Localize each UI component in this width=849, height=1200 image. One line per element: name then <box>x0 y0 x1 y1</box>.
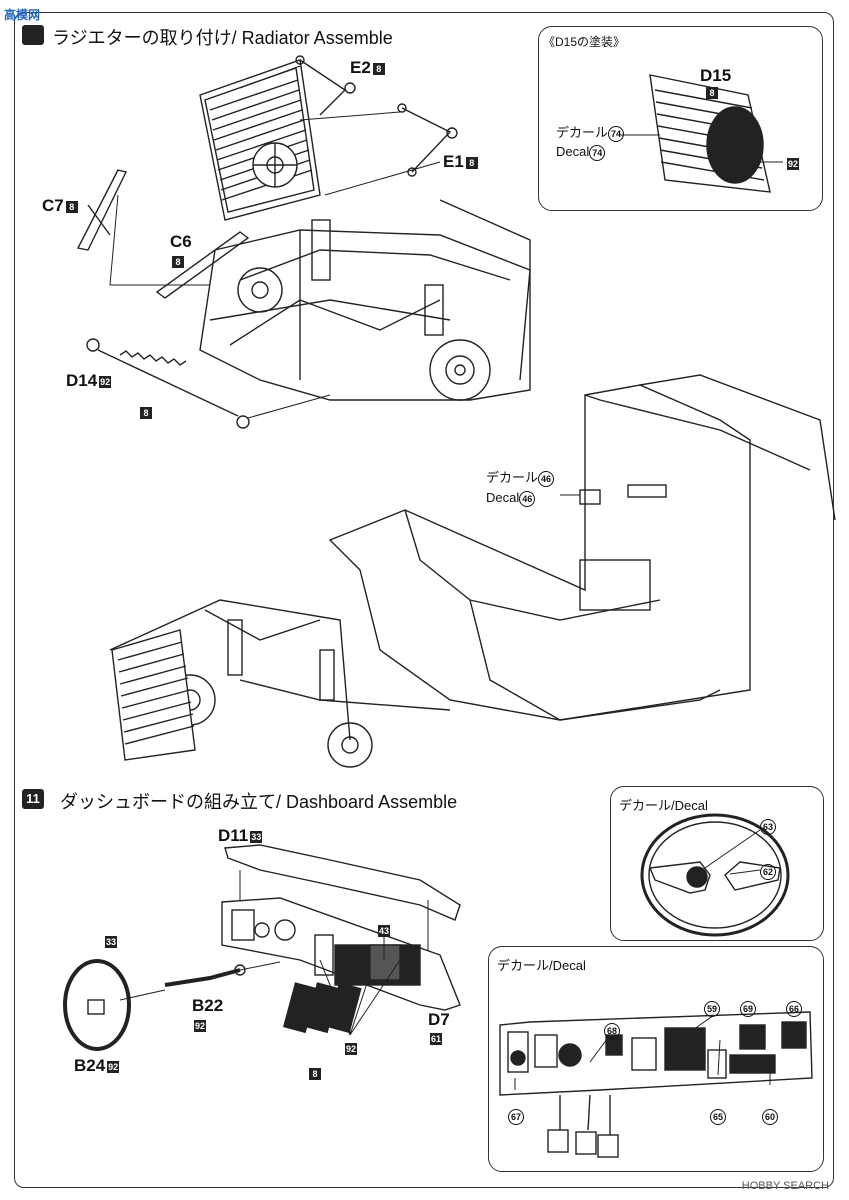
decal-63: 63 <box>760 818 776 836</box>
stay-e2-part <box>295 55 356 116</box>
decal-60: 60 <box>762 1108 778 1126</box>
step10-number-badge <box>22 25 44 45</box>
wheel-inset-title: デカール/Decal <box>619 798 708 813</box>
pedals-part <box>283 982 362 1034</box>
dash-top-d11-part <box>224 844 461 921</box>
d15-paint-inset: 《D15の塗装》 <box>538 26 823 211</box>
decal-65: 65 <box>710 1108 726 1126</box>
paint-code-d15: 92 <box>787 157 799 170</box>
footer-watermark: HOBBY SEARCH <box>741 1180 829 1192</box>
step10-title: ラジエターの取り付け/ Radiator Assemble <box>52 28 393 48</box>
part-label-d15: D15 <box>700 66 732 85</box>
part-code-panel: 92 <box>345 1042 357 1055</box>
stay-e1-part <box>397 103 458 177</box>
brace-c6-part <box>155 231 250 299</box>
column-b22-part <box>164 964 246 987</box>
part-code-d15: 8 <box>704 84 718 102</box>
main-chassis-drawing <box>109 374 836 768</box>
tie-rod-d14-part <box>86 338 250 429</box>
decal-68: 68 <box>604 1022 620 1040</box>
part-code-pedal: 8 <box>307 1065 321 1083</box>
site-logo: 高模网 <box>4 8 41 22</box>
dash-inset-title: デカール/Decal <box>497 958 586 973</box>
wheel-decal-inset: デカール/Decal <box>610 786 824 941</box>
part-label-c6: C6 <box>170 232 192 251</box>
part-code-d7: 61 <box>430 1032 442 1045</box>
radiator-d15-drawing <box>617 74 783 193</box>
page-frame <box>14 12 834 1188</box>
part-code-d14-sub: 8 <box>138 404 152 422</box>
step11-title: ダッシュボードの組み立て/ Dashboard Assemble <box>60 792 458 812</box>
brace-c7-part <box>76 169 128 251</box>
step11-number-badge: 11 <box>22 789 44 809</box>
part-label-d7: D7 <box>428 1010 450 1029</box>
dash-decal-inset: デカール/Decal <box>488 946 824 1172</box>
part-code-c6: 8 <box>170 253 184 271</box>
part-code-b22: 92 <box>194 1019 206 1032</box>
part-code-wheel: 33 <box>105 935 117 948</box>
decal-66: 66 <box>786 1000 802 1018</box>
radiator-part <box>199 59 321 221</box>
steering-wheel-b24-part <box>63 959 131 1051</box>
front-chassis-drawing <box>199 199 531 401</box>
part-label-b22: B22 <box>192 996 224 1015</box>
d15-inset-title: 《D15の塗装》 <box>543 35 626 49</box>
part-code-43: 43 <box>378 924 390 937</box>
decal-59: 59 <box>704 1000 720 1018</box>
dashboard-d7-part <box>221 897 461 1011</box>
decal-69: 69 <box>740 1000 756 1018</box>
decal-62: 62 <box>760 863 776 881</box>
decal-67: 67 <box>508 1108 524 1126</box>
dash-decal-drawing <box>499 1011 813 1158</box>
